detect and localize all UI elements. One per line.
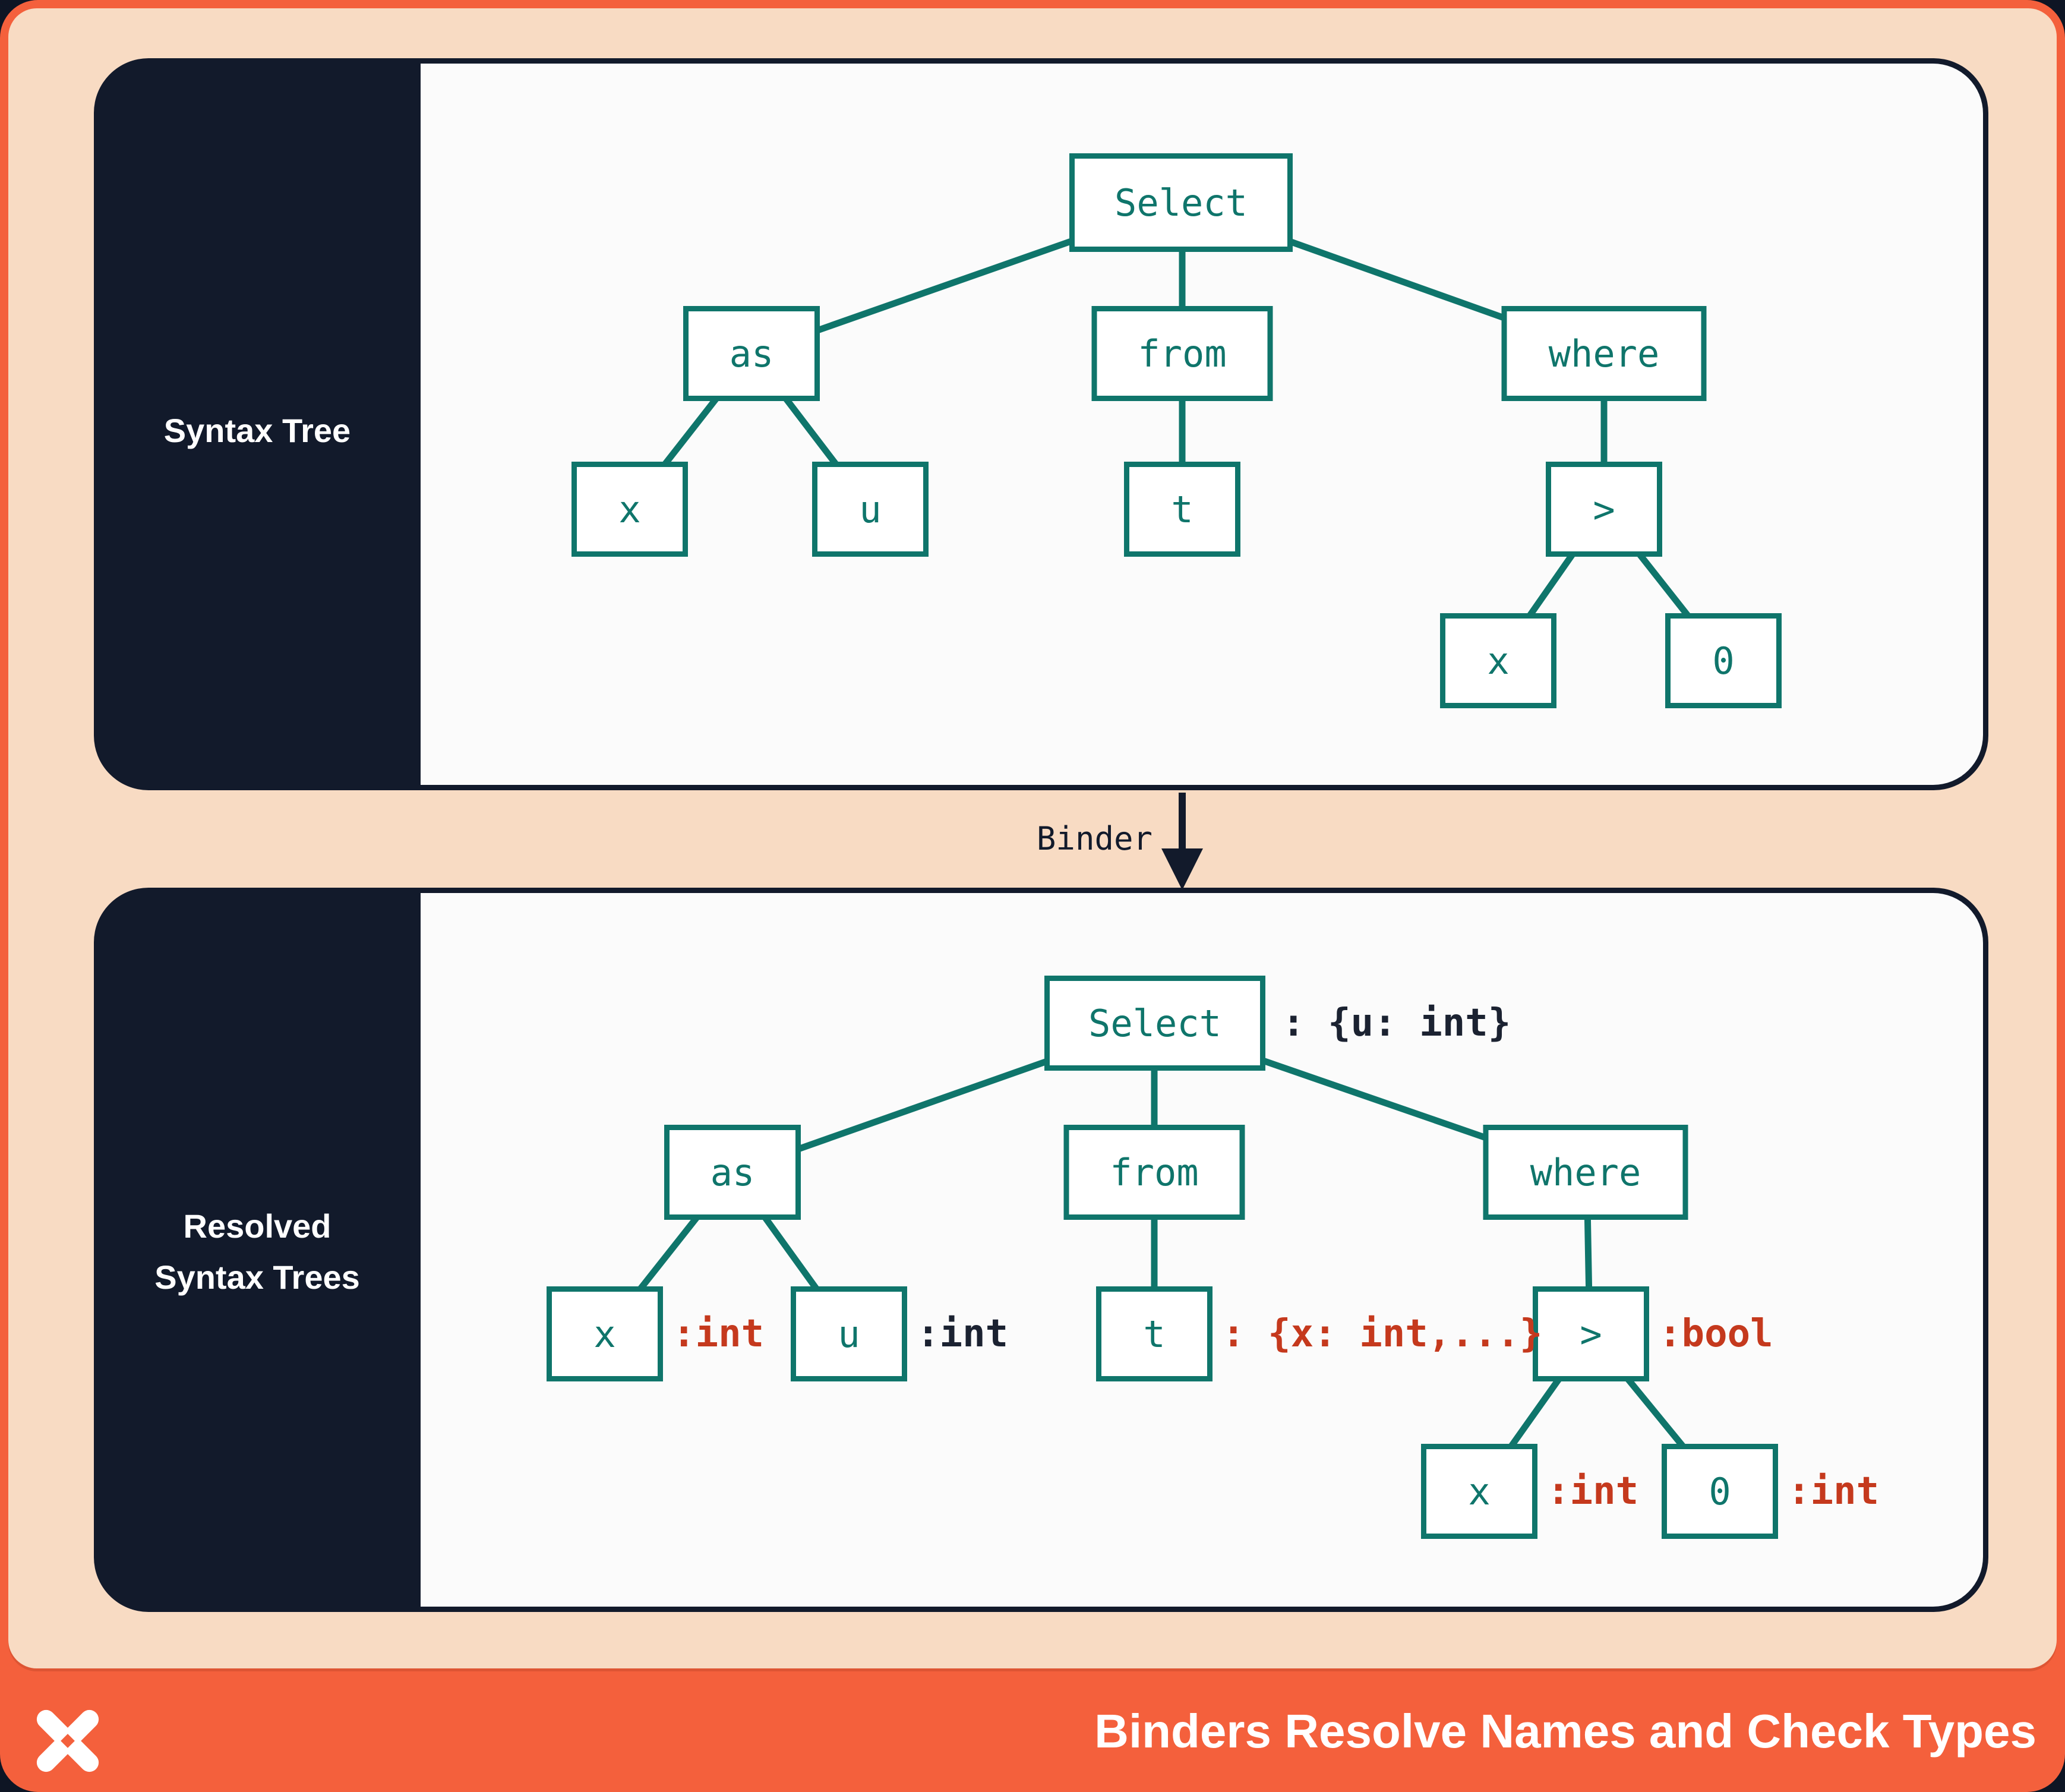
- tree-node-label: Select: [1114, 181, 1248, 225]
- tree-node-label: t: [1171, 487, 1193, 531]
- tree-node-from: from: [1091, 306, 1273, 401]
- tree-node-where: where: [1501, 306, 1707, 401]
- binder-label: Binder: [1036, 820, 1153, 857]
- type-annotation-t: : {x: int,...}: [1222, 1312, 1543, 1356]
- resolved-node-where: where: [1483, 1125, 1688, 1220]
- tree-node-t: t: [1124, 462, 1240, 557]
- type-annotation-zero: :int: [1788, 1469, 1880, 1513]
- type-annotation-u: :int: [917, 1312, 1009, 1356]
- type-annotation-select: : {u: int}: [1282, 1001, 1511, 1045]
- resolved-node-x: x: [1421, 1444, 1537, 1539]
- resolved-node-x: x: [547, 1286, 663, 1381]
- tree-node-x: x: [1440, 613, 1556, 708]
- tree-node-label: Select: [1088, 1001, 1221, 1045]
- resolved-node-u: u: [791, 1286, 907, 1381]
- tree-node-label: 0: [1709, 1469, 1731, 1513]
- tree-node-label: x: [1487, 639, 1510, 683]
- tree-node-x: x: [571, 462, 688, 557]
- tree-node-label: u: [838, 1312, 860, 1356]
- tree-node-label: x: [593, 1312, 616, 1356]
- tree-node-label: t: [1143, 1312, 1166, 1356]
- tree-node-label: as: [729, 332, 774, 376]
- tree-node-zero: 0: [1665, 613, 1782, 708]
- tree-node-label: >: [1593, 487, 1615, 531]
- tree-node-label: x: [618, 487, 641, 531]
- tree-node-label: >: [1580, 1312, 1602, 1356]
- panel-syntax-tree-label: Syntax Tree: [163, 412, 351, 449]
- resolved-node-greater-than: >: [1533, 1286, 1649, 1381]
- tree-node-u: u: [812, 462, 929, 557]
- panel-resolved-syntax-trees-label: Resolved Syntax Trees: [94, 1201, 421, 1303]
- panel-resolved-label-line2: Syntax Trees: [154, 1258, 360, 1296]
- tree-node-label: from: [1138, 332, 1227, 376]
- resolved-node-select: Select: [1044, 976, 1265, 1071]
- resolved-node-t: t: [1096, 1286, 1213, 1381]
- resolved-node-as: as: [664, 1125, 801, 1220]
- footer-title: Binders Resolve Names and Check Types: [1094, 1705, 2036, 1758]
- tree-node-label: as: [710, 1150, 755, 1194]
- panel-resolved-label-line1: Resolved: [183, 1207, 331, 1245]
- tree-node-label: 0: [1712, 639, 1735, 683]
- type-annotation-greater-than: :bool: [1659, 1312, 1773, 1356]
- tree-node-as: as: [683, 306, 820, 401]
- tree-node-label: where: [1530, 1150, 1641, 1194]
- resolved-node-zero: 0: [1662, 1444, 1778, 1539]
- tree-node-select: Select: [1069, 153, 1293, 252]
- resolved-node-from: from: [1063, 1125, 1245, 1220]
- type-annotation-x: :int: [672, 1312, 765, 1356]
- tree-node-label: where: [1548, 332, 1660, 376]
- pinwheel-x-logo: [36, 1709, 99, 1772]
- tree-node-greater-than: >: [1546, 462, 1662, 557]
- tree-node-label: u: [859, 487, 882, 531]
- tree-node-label: x: [1468, 1469, 1491, 1513]
- tree-node-label: from: [1110, 1150, 1199, 1194]
- type-annotation-x2: :int: [1547, 1469, 1639, 1513]
